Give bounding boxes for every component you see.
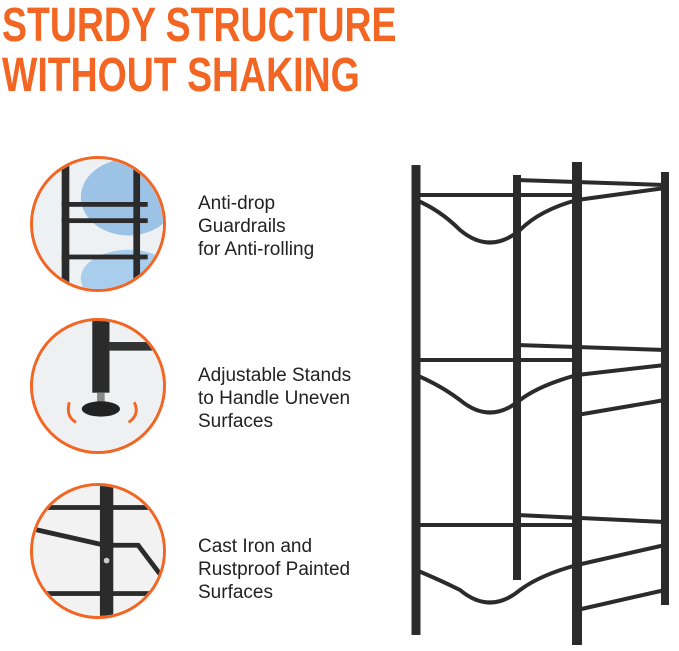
feature-text: for Anti-rolling (198, 239, 315, 260)
feature-text: Adjustable Stands (198, 365, 352, 386)
feature-text: Anti-drop (198, 193, 276, 214)
feature-text: Surfaces (198, 411, 273, 432)
cast-iron-closeup-icon (30, 483, 166, 619)
water-bottle-rack-image (411, 162, 669, 645)
feature-text: Surfaces (198, 582, 273, 603)
feature-guardrails: Anti-drop Guardrails for Anti-rolling (198, 192, 314, 261)
feature-text: Rustproof Painted (198, 559, 351, 580)
headline-line-1: STURDY STRUCTURE (2, 0, 397, 52)
guardrail-closeup-icon (30, 156, 166, 292)
headline-line-2: WITHOUT SHAKING (2, 49, 360, 102)
feature-text: to Handle Uneven (198, 388, 351, 409)
feature-adjustable-stands: Adjustable Stands to Handle Uneven Surfa… (198, 364, 351, 433)
adjustable-foot-closeup-icon (30, 318, 166, 454)
feature-text: Cast Iron and (198, 536, 313, 557)
feature-text: Guardrails (198, 216, 286, 237)
feature-cast-iron: Cast Iron and Rustproof Painted Surfaces (198, 535, 350, 604)
